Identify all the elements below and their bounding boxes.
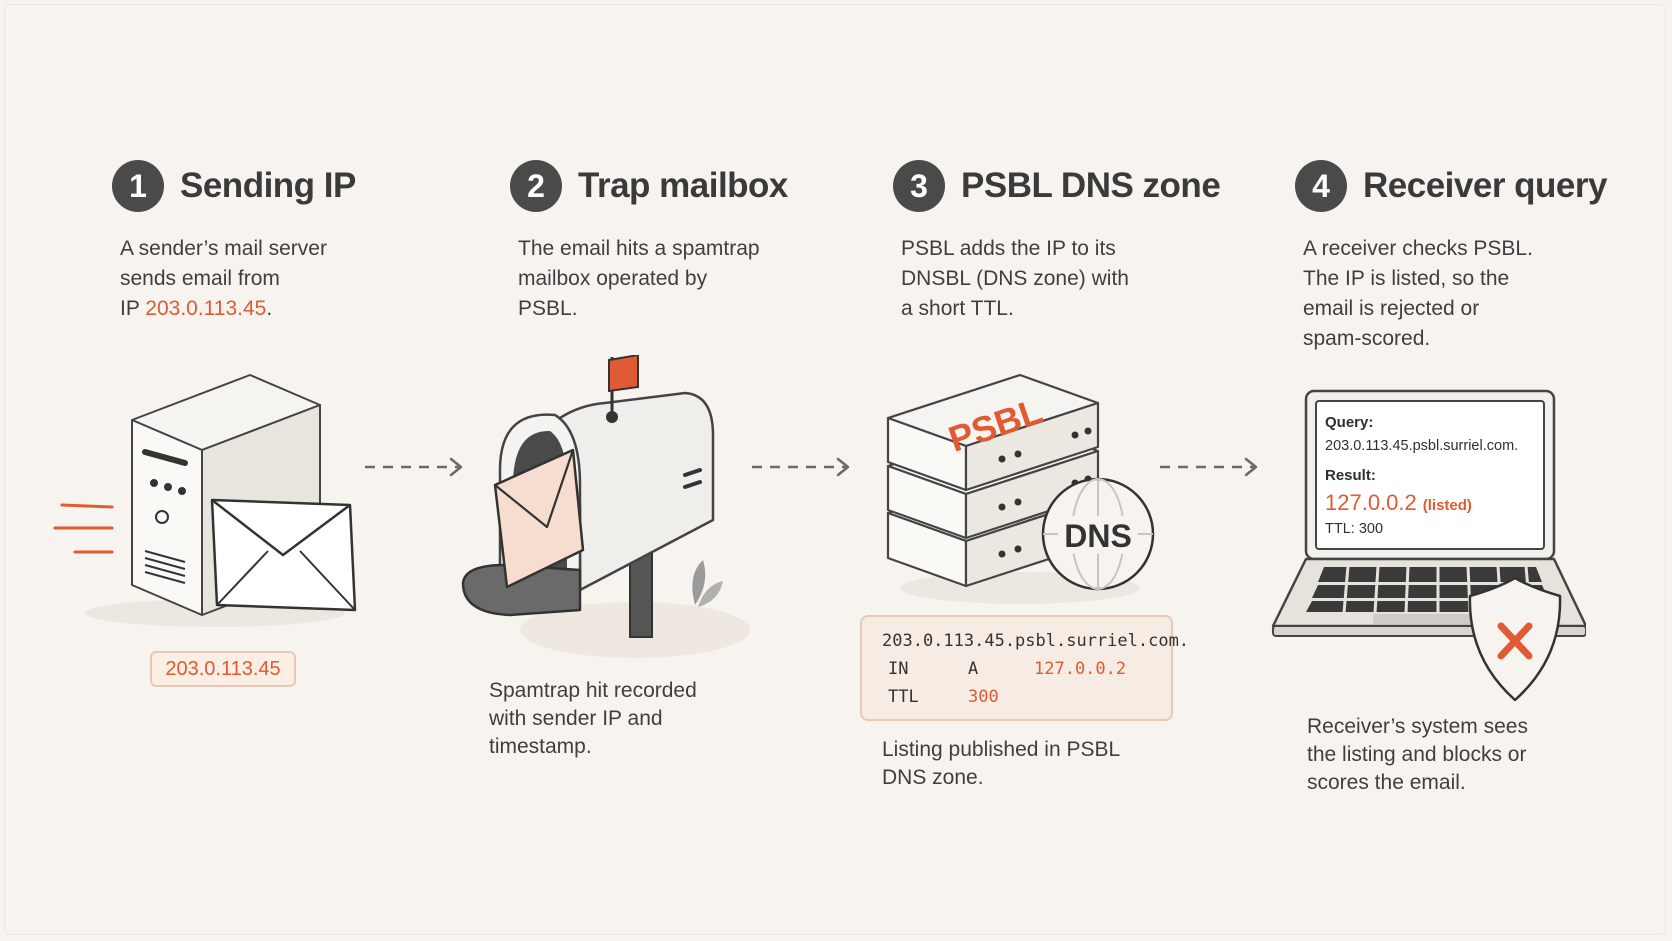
result-label: Result: — [1325, 467, 1376, 484]
frame — [4, 4, 1666, 935]
step-1: 1 Sending IP A sender’s mail server send… — [112, 160, 356, 324]
dns-caption: Listing published in PSBL DNS zone. — [882, 738, 1121, 789]
step-2-title: Trap mailbox — [578, 166, 788, 205]
query-screen: Query: 203.0.113.45.psbl.surriel.com. Re… — [1325, 414, 1518, 537]
envelope-icon — [210, 498, 357, 612]
step-4-header: 4 Receiver query — [1295, 160, 1607, 212]
query-label: Query: — [1325, 414, 1373, 431]
plant-icon — [692, 560, 723, 607]
laptop-icon: Query: 203.0.113.45.psbl.surriel.com. Re… — [1271, 389, 1586, 702]
result-value: 127.0.0.2 — [1325, 490, 1417, 515]
dns-record-name: 203.0.113.45.psbl.surriel.com. — [882, 631, 1190, 651]
envelope-icon — [493, 448, 585, 589]
arrow-right-icon — [365, 457, 463, 477]
server-icon — [53, 374, 357, 627]
query-value: 203.0.113.45.psbl.surriel.com. — [1325, 438, 1518, 454]
step-1-description: A sender’s mail server sends email from … — [120, 237, 327, 320]
dns-globe-label: DNS — [1064, 518, 1132, 554]
ttl-line: TTL: 300 — [1325, 521, 1383, 537]
server-panel — [142, 449, 188, 584]
step-2-number: 2 — [510, 160, 562, 212]
receiver-caption: Receiver’s system sees the listing and b… — [1307, 715, 1528, 794]
mailbox-caption: Spamtrap hit recorded with sender IP and… — [489, 679, 697, 758]
arrow-right-icon — [752, 457, 850, 477]
x-mark — [1497, 622, 1533, 660]
svg-text:127.0.0.2(listed): 127.0.0.2 (listed) — [1325, 490, 1472, 515]
globe-icon: DNS — [1041, 477, 1155, 591]
step-3-header: 3 PSBL DNS zone — [893, 160, 1221, 212]
step-3-description: PSBL adds the IP to its DNSBL (DNS zone)… — [901, 237, 1129, 320]
motion-lines — [53, 503, 114, 554]
step-1-title: Sending IP — [180, 166, 356, 205]
step-2-description: The email hits a spamtrap mailbox operat… — [518, 237, 760, 320]
stack-layer-1 — [886, 373, 1100, 492]
step-2: 2 Trap mailbox The email hits a spamtrap… — [510, 160, 788, 324]
mailbox-icon — [461, 355, 750, 658]
shield-x-icon — [1468, 576, 1562, 702]
step-4: 4 Receiver query A receiver checks PSBL.… — [1295, 160, 1607, 354]
arrow-right-icon — [1160, 457, 1258, 477]
step-4-description: A receiver checks PSBL. The IP is listed… — [1303, 237, 1533, 350]
ip-badge: 203.0.113.45 — [150, 651, 296, 687]
step-3: 3 PSBL DNS zone PSBL adds the IP to its … — [893, 160, 1221, 324]
step-4-number: 4 — [1295, 160, 1347, 212]
flag-icon — [606, 355, 639, 423]
database-stack-icon: PSBL DNS — [886, 373, 1155, 604]
step-3-title: PSBL DNS zone — [961, 166, 1221, 205]
sender-ip-highlight: 203.0.113.45 — [145, 297, 267, 320]
step-1-number: 1 — [112, 160, 164, 212]
result-status: (listed) — [1423, 497, 1472, 514]
step-2-header: 2 Trap mailbox — [510, 160, 788, 212]
step-4-title: Receiver query — [1363, 166, 1607, 205]
step-1-header: 1 Sending IP — [112, 160, 356, 212]
step-3-number: 3 — [893, 160, 945, 212]
